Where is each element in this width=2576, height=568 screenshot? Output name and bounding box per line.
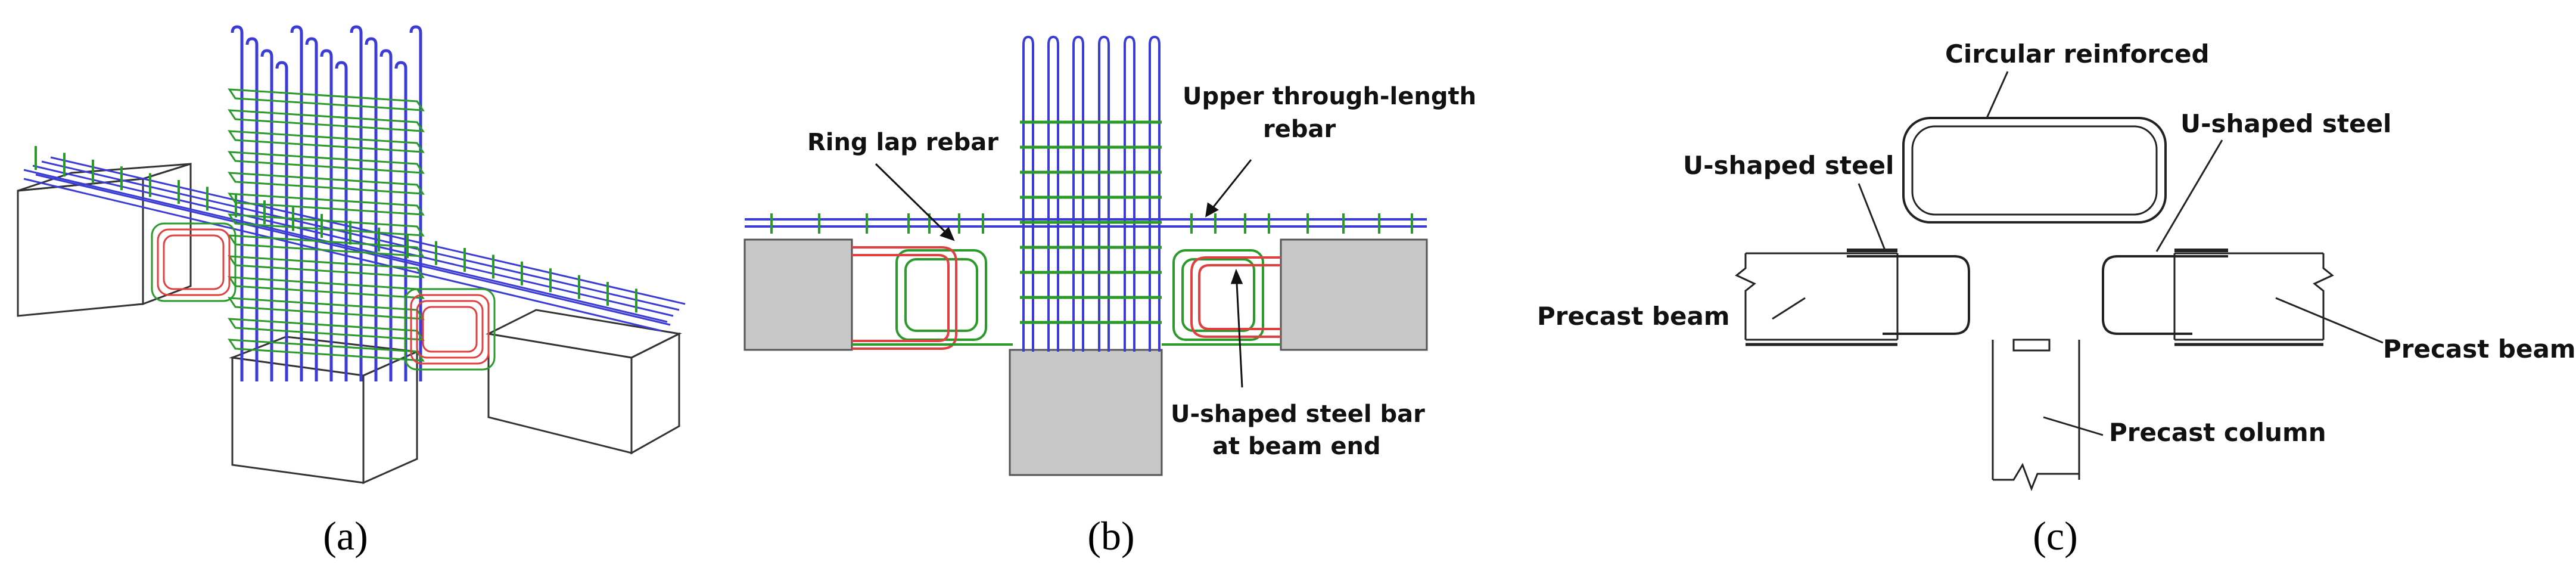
column-longitudinal-rebar (231, 25, 422, 381)
left-precast-beam (1735, 252, 1899, 346)
column-stirrup (228, 130, 425, 153)
caption-c: (c) (2033, 513, 2077, 558)
beam-stirrups (35, 146, 637, 313)
column-rebar (365, 37, 378, 381)
u-shaped-bars-3d (157, 228, 490, 365)
column-stirrup (228, 255, 425, 278)
column-rebar (394, 61, 407, 381)
column-rebar (305, 37, 318, 381)
leader-arrows-b (875, 159, 1252, 388)
column-stirrups (228, 88, 425, 362)
ring-stirrups-3d (151, 222, 496, 371)
left-ring-lap-rebar (852, 246, 987, 350)
column-stirrup (228, 318, 425, 341)
caption-a: (a) (323, 513, 368, 558)
panel-c-labels: Circular reinforced U-shaped steel U-sha… (1537, 39, 2576, 558)
column-rebar (320, 49, 333, 381)
panel-c (1735, 71, 2384, 492)
column-ties-elevation (1020, 120, 1162, 324)
column-stirrup (228, 276, 425, 299)
right-ring-lap-rebar (1172, 249, 1281, 341)
column-stirrup (228, 297, 425, 320)
leader-lines-c (1772, 71, 2384, 436)
column-rebar (350, 25, 363, 381)
right-u-shaped-steel (2102, 255, 2228, 335)
panel-a: (a) (17, 25, 686, 558)
column-rebar-elevation (1022, 35, 1161, 352)
circular-reinforced-ring-inner (1911, 125, 2158, 216)
circular-reinforced-ring (1902, 117, 2167, 224)
label-upper-rebar-line2: rebar (1263, 116, 1336, 143)
label-upper-rebar-line1: Upper through-length (1183, 83, 1476, 110)
label-circular-reinforced: Circular reinforced (1945, 39, 2210, 69)
column-rebar (275, 61, 288, 381)
bottom-column-block (229, 336, 421, 485)
column-rebar (260, 49, 273, 381)
right-precast-beam (2173, 252, 2334, 346)
column-rebar (290, 25, 303, 381)
label-ring-lap-rebar: Ring lap rebar (807, 129, 998, 156)
right-beam-block (486, 309, 682, 455)
column-stirrup (228, 234, 425, 257)
column-rebar (335, 61, 348, 381)
label-precast-column: Precast column (2109, 418, 2326, 447)
column-stirrup (228, 109, 425, 132)
column-rebar-elevation (1072, 35, 1084, 352)
label-ushaped-bar-line2: at beam end (1212, 433, 1381, 460)
column-stirrup (228, 172, 425, 195)
column-rebar-elevation (1022, 35, 1034, 352)
column-rebar-elevation (1047, 35, 1059, 352)
label-precast-beam-left: Precast beam (1537, 302, 1730, 331)
right-beam-section (1280, 238, 1428, 351)
column-rebar (231, 25, 244, 381)
label-u-shaped-steel-right: U-shaped steel (2180, 109, 2391, 138)
column-stirrup (228, 88, 425, 111)
column-stirrup (228, 339, 425, 362)
left-u-shaped-steel (1847, 255, 1970, 335)
column-rebar (245, 37, 259, 381)
column-rebar (409, 25, 422, 381)
column-stirrup (228, 193, 425, 216)
column-rebar-elevation (1149, 35, 1161, 352)
precast-column (1992, 339, 2080, 492)
column-rebar-elevation (1124, 35, 1135, 352)
caption-b: (b) (1087, 513, 1134, 558)
column-stirrup (228, 151, 425, 174)
left-beam-section (743, 238, 853, 351)
column-stirrup (228, 213, 425, 237)
column-rebar-elevation (1098, 35, 1110, 352)
label-ushaped-bar-line1: U-shaped steel bar (1171, 401, 1425, 428)
bottom-column-section (1009, 349, 1163, 476)
panel-b: Ring lap rebar Upper through-length reba… (743, 35, 1476, 558)
label-precast-beam-right: Precast beam (2383, 334, 2576, 364)
beam-stirrup-ticks (770, 213, 1413, 234)
upper-through-length-rebar (745, 218, 1427, 228)
column-rebar (379, 49, 393, 381)
label-u-shaped-steel-left: U-shaped steel (1683, 151, 1894, 180)
